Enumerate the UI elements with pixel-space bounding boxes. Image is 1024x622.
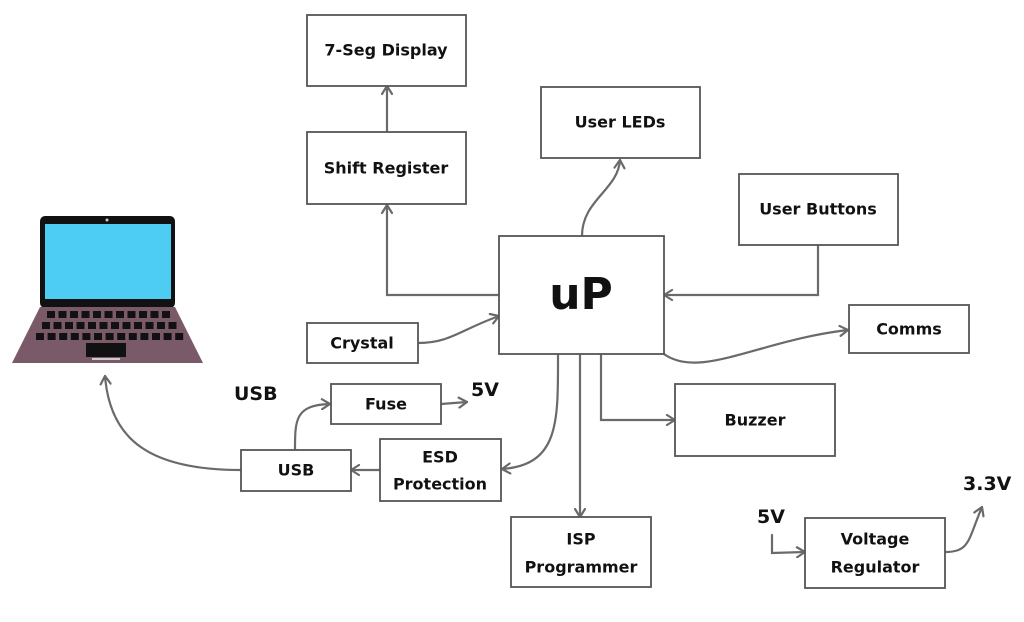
wire-up-to-leds (580, 158, 620, 238)
regulator-output-3v3-label: 3.3V (963, 473, 1012, 495)
laptop-key (76, 322, 85, 329)
laptop-key (47, 333, 56, 340)
wire-up-to-esd (500, 352, 560, 469)
fuse-output-5v-label: 5V (471, 379, 499, 401)
laptop-key (104, 311, 113, 318)
block-shift-register: Shift Register (306, 131, 467, 205)
laptop-key (140, 333, 149, 340)
laptop-key (88, 322, 96, 329)
usb-label: USB (234, 383, 278, 405)
laptop-key (47, 311, 55, 318)
laptop-key (58, 311, 67, 318)
laptop-key (122, 322, 131, 329)
wire-up-to-shift (387, 203, 501, 297)
wire-usb-to-laptop (105, 374, 243, 472)
block-label: Protection (393, 475, 487, 494)
wire-up-to-comms (662, 330, 850, 364)
block-label: ISP (566, 530, 595, 549)
wire-5v-to-vreg (770, 533, 807, 553)
block-user-leds: User LEDs (540, 86, 701, 159)
laptop-key (163, 333, 172, 340)
laptop-key (175, 333, 184, 340)
block-esd-protection: ESD Protection (379, 438, 502, 502)
block-crystal: Crystal (306, 322, 419, 364)
wire-usb-to-fuse (293, 404, 332, 452)
block-buzzer: Buzzer (674, 383, 836, 457)
block-label: Crystal (330, 334, 394, 353)
wire-crystal-to-up (416, 316, 501, 345)
laptop-key (70, 333, 79, 340)
laptop-key (70, 311, 78, 318)
laptop-key (128, 333, 137, 340)
laptop-key (53, 322, 62, 329)
laptop-key (145, 322, 154, 329)
block-user-buttons: User Buttons (738, 173, 899, 246)
laptop-key (42, 322, 50, 329)
block-label: Fuse (365, 395, 407, 414)
block-usb: USB (240, 449, 352, 492)
laptop-key (59, 333, 68, 340)
laptop-key (157, 322, 165, 329)
laptop-key (168, 322, 177, 329)
laptop-key (94, 333, 102, 340)
block-7seg-display: 7-Seg Display (306, 14, 467, 87)
wire-fuse-to-5v (439, 402, 469, 404)
block-comms: Comms (848, 304, 970, 354)
laptop-key (105, 333, 114, 340)
block-label: Regulator (831, 558, 920, 577)
block-label: Comms (876, 320, 942, 339)
laptop-key (162, 311, 170, 318)
laptop-key (93, 311, 101, 318)
block-voltage-regulator: Voltage Regulator (804, 517, 946, 589)
laptop-key (111, 322, 119, 329)
block-label: USB (278, 461, 315, 480)
wire-vreg-to-3v3 (943, 505, 982, 554)
block-label: 7-Seg Display (324, 41, 448, 60)
laptop-icon (12, 216, 203, 363)
block-fuse: Fuse (330, 383, 442, 425)
regulator-input-5v-label: 5V (757, 506, 785, 528)
wire-up-to-buzzer (599, 352, 677, 420)
laptop-key (116, 311, 124, 318)
block-label: Programmer (525, 558, 638, 577)
laptop-key (36, 333, 44, 340)
laptop-key (152, 333, 160, 340)
laptop-key (134, 322, 142, 329)
block-label: User LEDs (575, 113, 666, 132)
wire-buttons-to-up (662, 243, 820, 295)
block-label: Buzzer (725, 411, 786, 430)
laptop-key (117, 333, 126, 340)
laptop-key (139, 311, 147, 318)
block-label: User Buttons (759, 200, 877, 219)
block-label: uP (549, 269, 613, 320)
laptop-key (150, 311, 159, 318)
laptop-key (81, 311, 90, 318)
block-label: Voltage (841, 530, 910, 549)
block-isp-programmer: ISP Programmer (510, 516, 652, 588)
block-label: Shift Register (324, 159, 449, 178)
block-label: ESD (422, 448, 458, 467)
wires (105, 84, 982, 554)
laptop-key (99, 322, 108, 329)
laptop-key (65, 322, 73, 329)
block-microprocessor: uP (498, 235, 665, 355)
laptop-key (127, 311, 136, 318)
laptop-key (82, 333, 91, 340)
